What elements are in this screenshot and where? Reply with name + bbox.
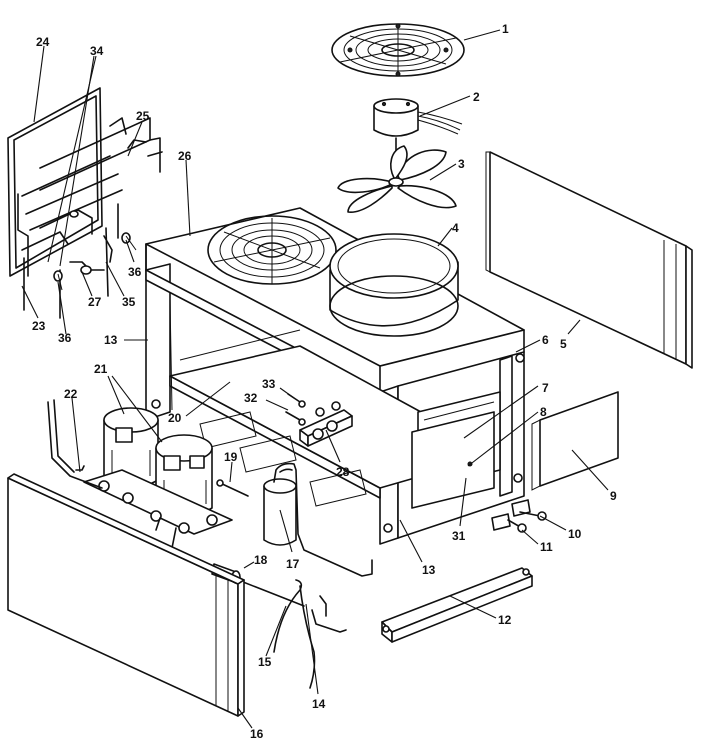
callout-19: 19 <box>224 450 238 464</box>
callout-15: 15 <box>258 655 272 669</box>
callout-36-left: 36 <box>58 331 72 345</box>
callout-33: 33 <box>262 377 276 391</box>
callout-10: 10 <box>568 527 582 541</box>
compressor-left <box>103 407 159 489</box>
control-panel-bracket <box>7 87 103 277</box>
fan-orifice-ring <box>329 233 459 337</box>
capillary-tubes <box>273 579 347 689</box>
compressor-base <box>83 469 233 549</box>
callout-8: 8 <box>540 405 547 419</box>
callout-31: 31 <box>452 529 466 543</box>
callout-18: 18 <box>254 553 268 567</box>
condenser-coil-right <box>485 151 693 369</box>
fan-guard-top <box>331 23 465 77</box>
callout-13-left: 13 <box>104 333 118 347</box>
callout-23: 23 <box>32 319 46 333</box>
temperature-sensor <box>216 479 249 497</box>
callout-22: 22 <box>64 387 78 401</box>
callout-6: 6 <box>542 333 549 347</box>
callout-34: 34 <box>90 44 104 58</box>
side-panel-right <box>531 391 619 491</box>
callout-26: 26 <box>178 149 192 163</box>
callout-12: 12 <box>498 613 512 627</box>
callout-25: 25 <box>136 109 150 123</box>
control-box <box>411 411 495 509</box>
contactor-bar <box>299 401 353 447</box>
callout-4: 4 <box>452 221 459 235</box>
callout-11: 11 <box>540 540 553 554</box>
refrigerant-tubing-assembly <box>17 117 163 319</box>
callout-32: 32 <box>244 391 258 405</box>
callout-28: 28 <box>336 465 350 479</box>
callout-27: 27 <box>88 295 102 309</box>
callout-36-right: 36 <box>128 265 142 279</box>
callout-1: 1 <box>502 22 509 36</box>
callout-21: 21 <box>94 362 108 376</box>
callout-20: 20 <box>168 411 182 425</box>
callout-13-right: 13 <box>422 563 436 577</box>
service-valves <box>491 499 547 533</box>
fan-guard-cabinet <box>207 215 337 285</box>
callout-16: 16 <box>250 727 264 741</box>
callout-2: 2 <box>473 90 480 104</box>
base-rail <box>381 567 533 643</box>
callout-labels: 1 2 3 4 5 6 7 8 9 10 11 12 13 13 14 15 1… <box>32 22 617 741</box>
accumulator <box>263 462 373 577</box>
fan-blade <box>337 145 457 213</box>
condenser-coil-left <box>7 473 245 717</box>
callout-14: 14 <box>312 697 326 711</box>
callout-35: 35 <box>122 295 136 309</box>
callout-17: 17 <box>286 557 300 571</box>
callout-3: 3 <box>458 157 465 171</box>
callout-5: 5 <box>560 337 567 351</box>
callout-9: 9 <box>610 489 617 503</box>
discharge-tube <box>47 399 103 489</box>
callout-7: 7 <box>542 381 549 395</box>
callout-24: 24 <box>36 35 50 49</box>
fan-motor <box>373 98 463 159</box>
leader-lines <box>21 29 609 729</box>
